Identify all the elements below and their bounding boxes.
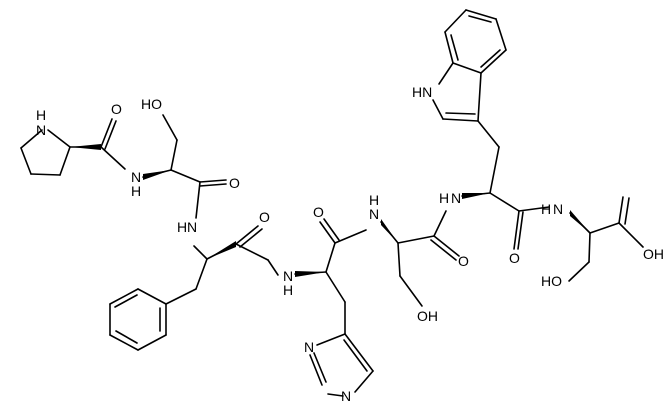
atom-label-his-h: H <box>283 282 293 298</box>
wedge-trp-alpha <box>462 193 490 199</box>
atom-label-pro-n: N <box>36 122 46 138</box>
atom-label-pro-o: O <box>111 101 122 117</box>
atom-label-ser1-n: N <box>131 169 141 185</box>
atom-label-his-n: N <box>283 268 293 284</box>
atom-label-ser1-oh: HO <box>141 96 162 112</box>
atom-label-ser2-o: O <box>458 253 469 269</box>
atom-label-imidazole-n2: N <box>341 388 351 404</box>
atom-label-imidazole-n1: N <box>304 339 314 355</box>
atom-label-ser3-n: N <box>553 201 563 217</box>
atom-label-pro-h: H <box>36 107 46 123</box>
wedge-phe-alpha <box>207 241 236 259</box>
atom-label-trp-o: O <box>509 250 520 266</box>
wedge-his-alpha <box>295 271 326 277</box>
wedge-ser2-alpha <box>381 219 398 243</box>
atom-label-indole-hn: HN <box>412 84 432 100</box>
atom-label-phe-n: N <box>187 219 197 235</box>
stereo-wedges <box>70 144 590 277</box>
wedge-ser3-alpha <box>570 210 590 233</box>
atom-label-ser1-h: H <box>131 183 141 199</box>
atom-label-ser1-o: O <box>229 175 240 191</box>
atom-labels: N H O N H HO O N H O N H O N N N H O OH … <box>36 84 664 404</box>
atom-label-ser3-acid-oh: OH <box>643 246 664 262</box>
atom-label-ser3-h: H <box>541 201 551 217</box>
atom-label-trp-n: N <box>451 190 461 206</box>
atom-label-phe-h: H <box>177 219 187 235</box>
atom-label-ser3-oh: HO <box>541 273 562 289</box>
atom-label-phe-o: O <box>259 209 270 225</box>
atom-label-ser2-h: H <box>369 192 379 208</box>
atom-label-trp-h: H <box>439 190 449 206</box>
wedge-pro-alpha <box>70 144 101 150</box>
atom-label-ser2-n: N <box>369 206 379 222</box>
wedge-ser1-alpha <box>143 170 171 180</box>
atom-label-ser2-oh: OH <box>417 308 438 324</box>
atom-label-his-o: O <box>313 204 324 220</box>
